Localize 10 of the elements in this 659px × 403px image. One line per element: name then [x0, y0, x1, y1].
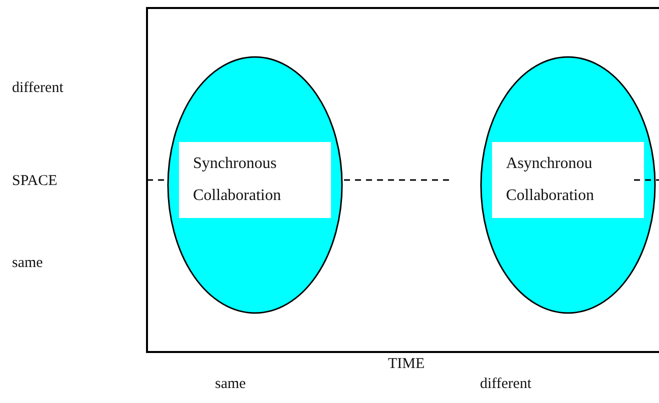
label-text: Asynchronou Collaboration	[492, 142, 644, 218]
axis-label: same	[215, 376, 246, 393]
axis-label: different	[12, 80, 64, 97]
axis-label: same	[12, 255, 43, 272]
axis-label: different	[480, 376, 532, 393]
label-text: Synchronous Collaboration	[179, 142, 331, 218]
axis-title: TIME	[388, 356, 425, 373]
ellipse	[480, 56, 656, 314]
axis-title: SPACE	[12, 173, 58, 190]
ellipse	[167, 56, 343, 314]
